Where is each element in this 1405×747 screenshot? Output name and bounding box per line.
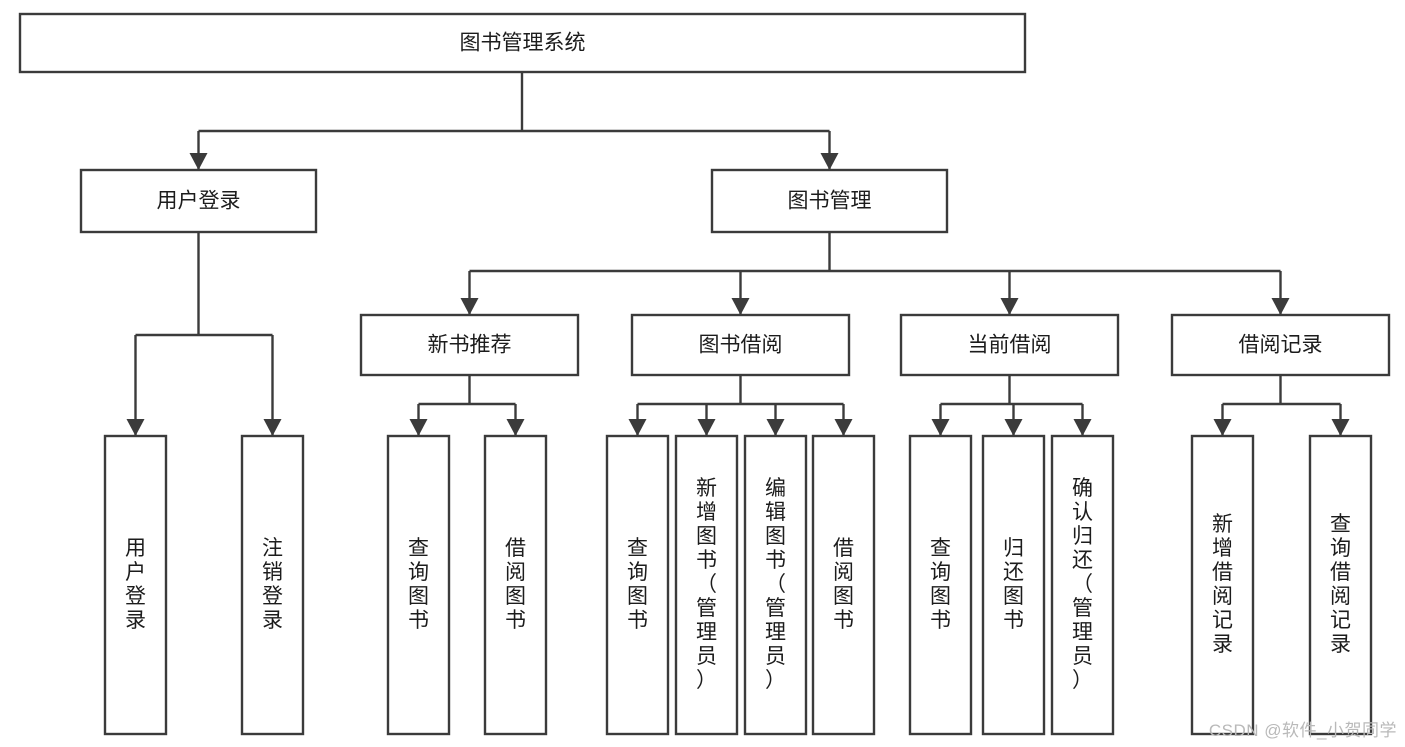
node-current-borrow-box[interactable] <box>899 313 1120 377</box>
arrow-head-icon-user-login <box>189 153 208 170</box>
node-new-book-rec-box[interactable] <box>359 313 580 377</box>
arrow-head-icon-borrow-record <box>1271 298 1290 315</box>
node-current-borrow-label: 当前借阅 <box>968 334 1052 357</box>
node-user-login-label: 用户登录 <box>157 190 241 213</box>
node-leaf-cur-query[interactable]: 查询图书 <box>908 434 973 736</box>
node-leaf-rec-add-label: 新增借阅记录 <box>1212 513 1233 656</box>
node-book-borrow[interactable]: 图书借阅 <box>630 313 851 377</box>
node-leaf-borrow-query-box[interactable] <box>605 434 670 736</box>
node-leaf-rec-add[interactable]: 新增借阅记录 <box>1190 434 1255 736</box>
node-user-login-box[interactable] <box>79 168 318 234</box>
node-leaf-borrow-edit[interactable]: 编辑图书（管理员） <box>743 434 808 736</box>
node-leaf-user-login-label: 用户登录 <box>125 537 146 632</box>
arrow-head-icon-leaf-rec-search <box>1331 419 1350 436</box>
node-borrow-record-box[interactable] <box>1170 313 1391 377</box>
arrow-head-icon-leaf-cur-return <box>1004 419 1023 436</box>
arrow-head-icon-leaf-cur-confirm <box>1073 419 1092 436</box>
node-leaf-rec-borrow[interactable]: 借阅图书 <box>483 434 548 736</box>
node-book-borrow-box[interactable] <box>630 313 851 377</box>
arrow-head-icon-leaf-rec-query <box>409 419 428 436</box>
node-leaf-user-logout[interactable]: 注销登录 <box>240 434 305 736</box>
node-leaf-rec-search-box[interactable] <box>1308 434 1373 736</box>
arrow-head-icon-new-book-rec <box>460 298 479 315</box>
node-leaf-borrow-add-box[interactable] <box>674 434 739 736</box>
node-leaf-borrow-do[interactable]: 借阅图书 <box>811 434 876 736</box>
node-leaf-borrow-edit-label: 编辑图书（管理员） <box>765 477 786 692</box>
node-leaf-user-logout-label: 注销登录 <box>262 537 283 632</box>
node-leaf-rec-query-label: 查询图书 <box>408 537 429 632</box>
node-leaf-rec-borrow-label: 借阅图书 <box>505 537 526 632</box>
node-leaf-rec-query[interactable]: 查询图书 <box>386 434 451 736</box>
arrow-head-icon-book-manage <box>820 153 839 170</box>
node-leaf-user-login[interactable]: 用户登录 <box>103 434 168 736</box>
arrow-head-icon-leaf-user-login <box>126 419 145 436</box>
arrow-head-icon-current-borrow <box>1000 298 1019 315</box>
node-leaf-borrow-do-label: 借阅图书 <box>833 537 854 632</box>
arrow-head-icon-leaf-rec-borrow <box>506 419 525 436</box>
node-leaf-borrow-add[interactable]: 新增图书（管理员） <box>674 434 739 736</box>
node-leaf-rec-add-box[interactable] <box>1190 434 1255 736</box>
node-borrow-record-label: 借阅记录 <box>1239 334 1323 357</box>
node-leaf-borrow-do-box[interactable] <box>811 434 876 736</box>
node-leaf-cur-confirm-label: 确认归还（管理员） <box>1072 477 1093 692</box>
arrow-head-icon-book-borrow <box>731 298 750 315</box>
arrow-head-icon-leaf-cur-query <box>931 419 950 436</box>
node-borrow-record[interactable]: 借阅记录 <box>1170 313 1391 377</box>
node-new-book-rec-label: 新书推荐 <box>428 334 512 357</box>
nodes-layer: 图书管理系统用户登录图书管理新书推荐图书借阅当前借阅借阅记录用户登录注销登录查询… <box>18 12 1391 736</box>
node-root[interactable]: 图书管理系统 <box>18 12 1027 74</box>
csdn-watermark: CSDN @软件_小贺同学 <box>1208 721 1397 740</box>
node-leaf-cur-query-box[interactable] <box>908 434 973 736</box>
node-leaf-cur-return[interactable]: 归还图书 <box>981 434 1046 736</box>
node-leaf-user-login-box[interactable] <box>103 434 168 736</box>
node-leaf-borrow-edit-box[interactable] <box>743 434 808 736</box>
node-leaf-rec-search-label: 查询借阅记录 <box>1330 513 1351 656</box>
node-leaf-cur-return-label: 归还图书 <box>1003 537 1024 632</box>
node-book-manage-label: 图书管理 <box>788 190 872 213</box>
node-leaf-rec-search[interactable]: 查询借阅记录 <box>1308 434 1373 736</box>
node-new-book-rec[interactable]: 新书推荐 <box>359 313 580 377</box>
connectors-layer <box>126 72 1350 436</box>
node-leaf-borrow-query[interactable]: 查询图书 <box>605 434 670 736</box>
node-root-box[interactable] <box>18 12 1027 74</box>
arrow-head-icon-leaf-borrow-edit <box>766 419 785 436</box>
node-leaf-borrow-add-label: 新增图书（管理员） <box>696 477 717 692</box>
node-book-manage-box[interactable] <box>710 168 949 234</box>
node-book-borrow-label: 图书借阅 <box>699 334 783 357</box>
node-leaf-rec-borrow-box[interactable] <box>483 434 548 736</box>
node-leaf-user-logout-box[interactable] <box>240 434 305 736</box>
arrow-head-icon-leaf-rec-add <box>1213 419 1232 436</box>
arrow-head-icon-leaf-borrow-do <box>834 419 853 436</box>
node-book-manage[interactable]: 图书管理 <box>710 168 949 234</box>
node-leaf-cur-return-box[interactable] <box>981 434 1046 736</box>
node-leaf-cur-confirm[interactable]: 确认归还（管理员） <box>1050 434 1115 736</box>
arrow-head-icon-leaf-borrow-add <box>697 419 716 436</box>
node-leaf-rec-query-box[interactable] <box>386 434 451 736</box>
node-user-login[interactable]: 用户登录 <box>79 168 318 234</box>
node-root-label: 图书管理系统 <box>460 32 586 55</box>
node-leaf-cur-query-label: 查询图书 <box>930 537 951 632</box>
node-leaf-cur-confirm-box[interactable] <box>1050 434 1115 736</box>
node-current-borrow[interactable]: 当前借阅 <box>899 313 1120 377</box>
arrow-head-icon-leaf-borrow-query <box>628 419 647 436</box>
arrow-head-icon-leaf-user-logout <box>263 419 282 436</box>
node-leaf-borrow-query-label: 查询图书 <box>627 537 648 632</box>
